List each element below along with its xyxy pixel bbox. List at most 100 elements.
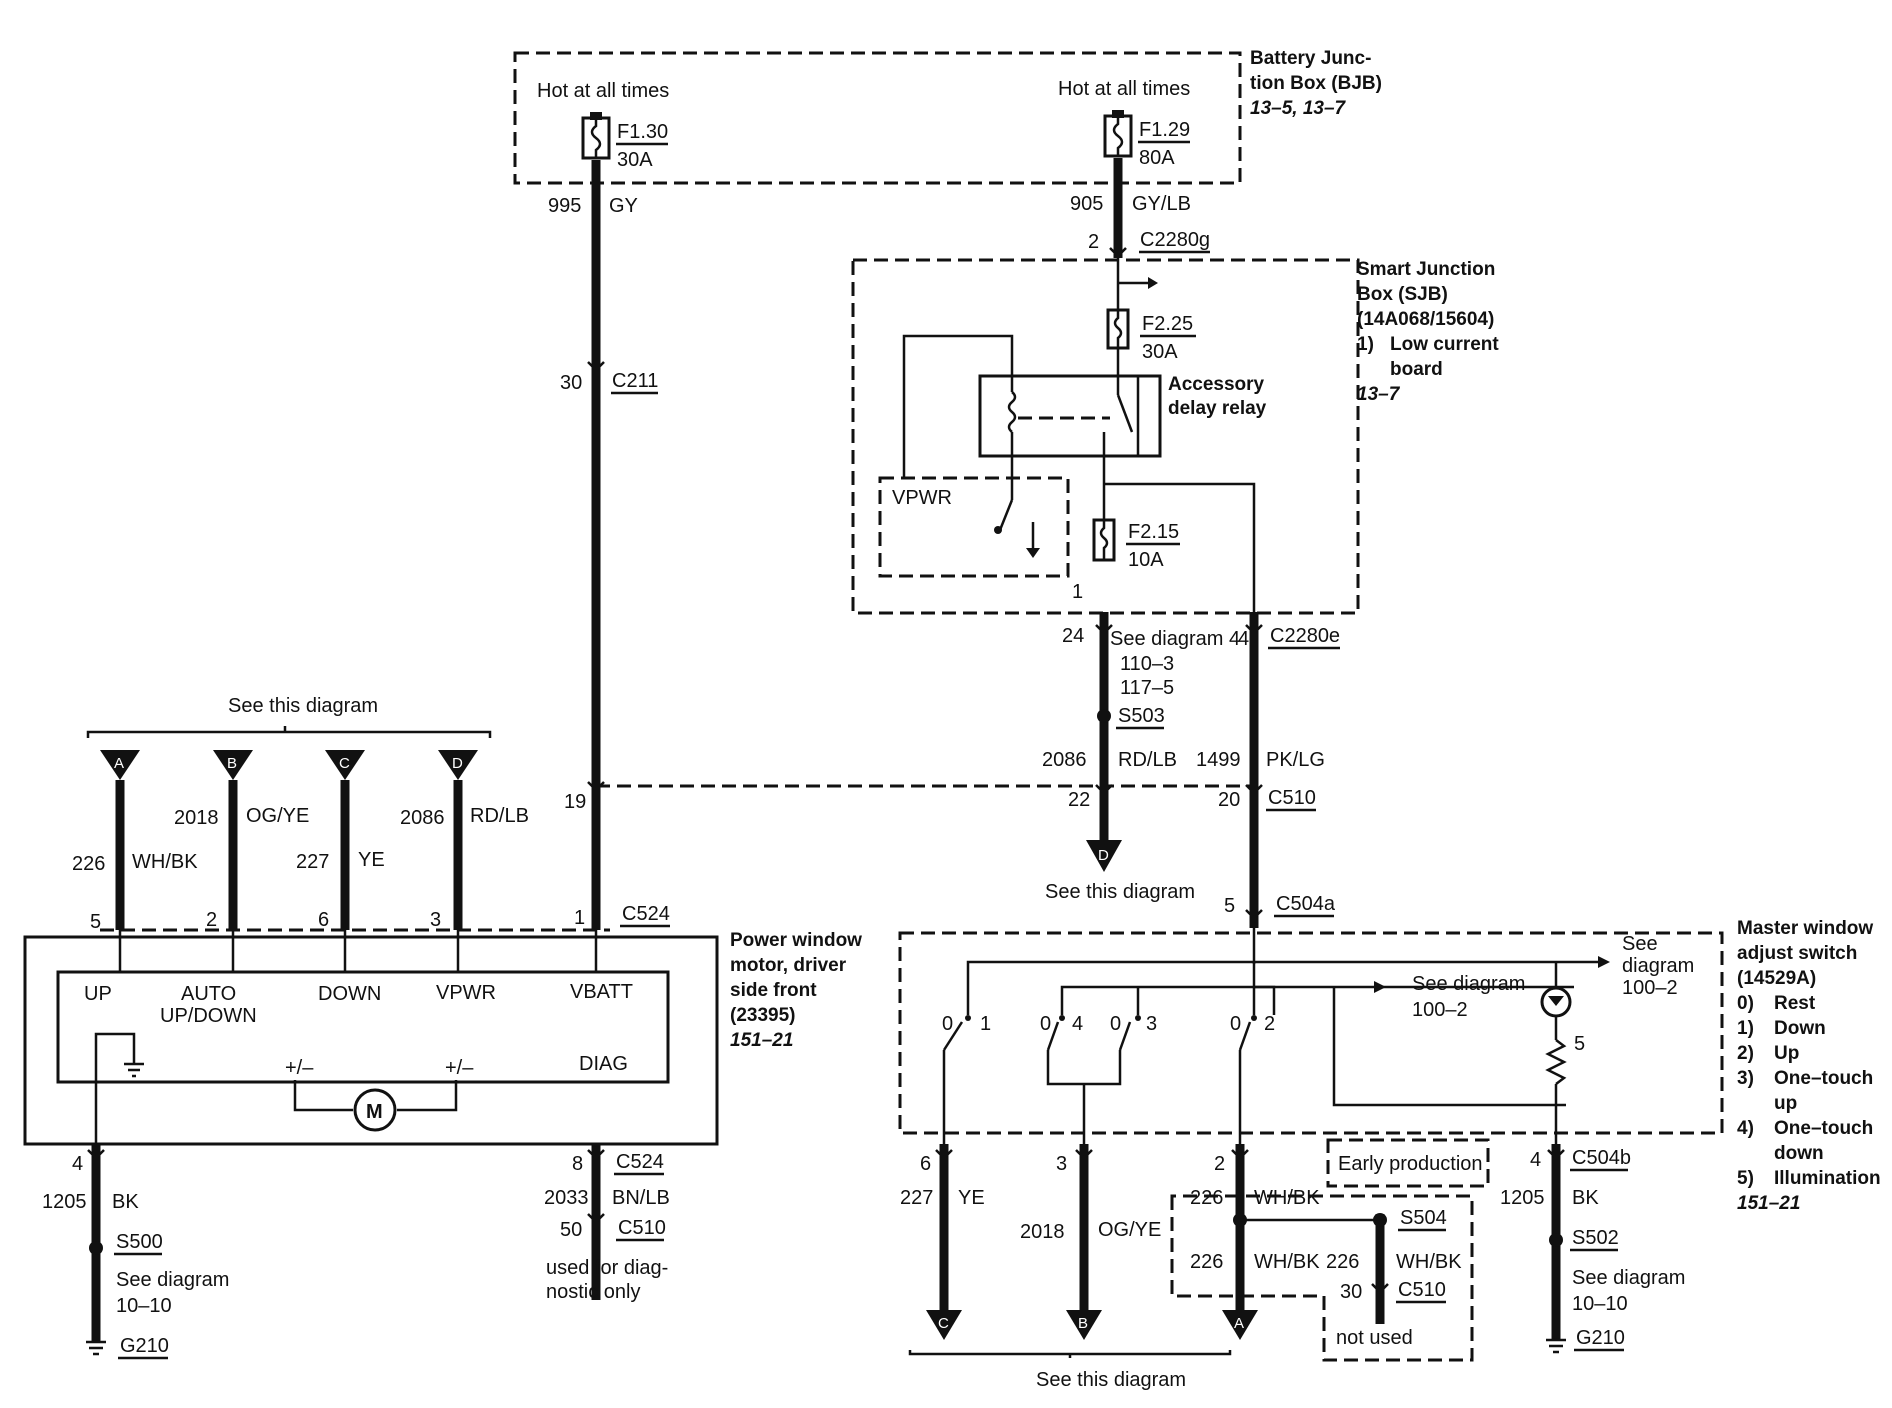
s502-see-10-10: 10–10 — [1572, 1293, 1628, 1315]
splice-s503: S503 — [1118, 705, 1165, 727]
see-top-1: See — [1622, 933, 1658, 955]
wire-227-num: 227 — [296, 851, 329, 873]
wire-227b-num: 227 — [900, 1187, 933, 1209]
switch-title-1: Master window — [1737, 918, 1873, 939]
splice-s502: S502 — [1572, 1227, 1619, 1249]
c510-bottom-label: C510 — [618, 1217, 666, 1239]
wire-2033-num: 2033 — [544, 1187, 589, 1209]
opt-0-num: 0) — [1737, 993, 1754, 1014]
fuse-f1-29-rating: 80A — [1139, 147, 1175, 169]
wire-226d-num: 226 — [1326, 1251, 1359, 1273]
ref-c-bottom: C — [938, 1315, 949, 1332]
ref-b-bottom: B — [1078, 1315, 1088, 1332]
pin-5-c524: 5 — [90, 911, 101, 933]
bjb-ref: 13–5, 13–7 — [1250, 98, 1347, 119]
see-diagram-4: See diagram 4 — [1110, 628, 1240, 650]
s500-see-10-10: 10–10 — [116, 1295, 172, 1317]
switch-title-2: adjust switch — [1737, 943, 1857, 964]
c2280e-pin-4: 4 — [1238, 628, 1249, 650]
wire-2033-color: BN/LB — [612, 1187, 670, 1209]
left-reference-group: See this diagram A B C D 226 WH/BK 2018 … — [72, 695, 670, 933]
bjb-title-2: tion Box (BJB) — [1250, 73, 1382, 94]
wire-1205b-num: 1205 — [1500, 1187, 1545, 1209]
motor-auto-label-1: AUTO — [181, 983, 236, 1005]
master-window-switch: See diagram 100–2 See diagram 100–2 0 1 … — [898, 918, 1881, 1214]
wire-1205b-color: BK — [1572, 1187, 1599, 1209]
ground-g210-right: G210 — [1576, 1327, 1625, 1349]
pin-3-switch: 3 — [1056, 1153, 1067, 1175]
motor-m-symbol: M — [366, 1101, 383, 1123]
pin-3-c524: 3 — [430, 909, 441, 931]
motor-bottom-wires: 4 1205 BK S500 See diagram 10–10 G210 8 … — [42, 1144, 670, 1360]
fuse-f2-15-name: F2.15 — [1128, 521, 1179, 543]
contact-0-b: 0 — [1040, 1013, 1051, 1035]
opt-3b: up — [1774, 1093, 1797, 1114]
wire-226b-num: 226 — [1190, 1187, 1223, 1209]
pin-4-motor: 4 — [72, 1153, 83, 1175]
wire-2018-color: OG/YE — [246, 805, 309, 827]
pin-30: 30 — [1340, 1281, 1362, 1303]
opt-5-num: 5) — [1737, 1168, 1754, 1189]
wire-905-num: 905 — [1070, 193, 1103, 215]
motor-pm-2: +/– — [445, 1057, 474, 1079]
sjb-output-wires: 24 See diagram 4 110–3 117–5 S503 2086 R… — [564, 612, 1340, 928]
relay-label-1: Accessory — [1168, 374, 1265, 395]
opt-1-num: 1) — [1737, 1018, 1754, 1039]
pin-8-motor: 8 — [572, 1153, 583, 1175]
see-this-diagram-mid: See this diagram — [1045, 881, 1195, 903]
c2280e-pin-24: 24 — [1062, 625, 1084, 647]
wire-995-num: 995 — [548, 195, 581, 217]
wire-1499-color: PK/LG — [1266, 749, 1325, 771]
opt-3a: One–touch — [1774, 1068, 1873, 1089]
fuse-f1-30-name: F1.30 — [617, 121, 668, 143]
contact-0-c: 0 — [1110, 1013, 1121, 1035]
c2280e-label: C2280e — [1270, 625, 1340, 647]
contact-0-d: 0 — [1230, 1013, 1241, 1035]
s502-see-diagram: See diagram — [1572, 1267, 1685, 1289]
opt-5: Illumination — [1774, 1168, 1881, 1189]
ref-d-left: D — [452, 755, 463, 772]
wire-226c-num: 226 — [1190, 1251, 1223, 1273]
motor-up-label: UP — [84, 983, 112, 1005]
see-mid-1: See diagram — [1412, 973, 1525, 995]
c524-bottom-label: C524 — [616, 1151, 664, 1173]
see-mid-2: 100–2 — [1412, 999, 1468, 1021]
hot-at-all-times-left: Hot at all times — [537, 80, 669, 102]
contact-3: 3 — [1146, 1013, 1157, 1035]
wire-2086b-color: RD/LB — [1118, 749, 1177, 771]
fuse-f2-25-rating: 30A — [1142, 341, 1178, 363]
motor-diag-label: DIAG — [579, 1053, 628, 1075]
switch-bottom-wires: 6 227 YE C 3 2018 OG/YE B 2 226 WH/BK A … — [900, 1138, 1685, 1391]
bjb-title-1: Battery Junc- — [1250, 48, 1371, 69]
relay-label-2: delay relay — [1168, 398, 1267, 419]
see-top-3: 100–2 — [1622, 977, 1678, 999]
c2280g-pin: 2 — [1088, 231, 1099, 253]
splice-s504: S504 — [1400, 1207, 1447, 1229]
ref-a-left: A — [114, 755, 124, 772]
motor-pm-1: +/– — [285, 1057, 314, 1079]
opt-2: Up — [1774, 1043, 1799, 1064]
wire-2086-color: RD/LB — [470, 805, 529, 827]
fuse-f1-29-name: F1.29 — [1139, 119, 1190, 141]
wire-2018-num: 2018 — [174, 807, 219, 829]
wire-2086-num: 2086 — [400, 807, 445, 829]
not-used: not used — [1336, 1327, 1413, 1349]
pin-2-switch: 2 — [1214, 1153, 1225, 1175]
c524-top-label: C524 — [622, 903, 670, 925]
wire-226c-color: WH/BK — [1254, 1251, 1320, 1273]
c504a-label: C504a — [1276, 893, 1336, 915]
pin-6-c524: 6 — [318, 909, 329, 931]
pin-50: 50 — [560, 1219, 582, 1241]
pin-19: 19 — [564, 791, 586, 813]
see-this-diagram-bottom: See this diagram — [1036, 1369, 1186, 1391]
wire-1205-color: BK — [112, 1191, 139, 1213]
see-110-3: 110–3 — [1120, 653, 1174, 675]
c504b-label: C504b — [1572, 1147, 1631, 1169]
switch-title-3: (14529A) — [1737, 968, 1816, 989]
motor-vbatt-label: VBATT — [570, 981, 633, 1003]
fuse-f2-15-rating: 10A — [1128, 549, 1164, 571]
motor-vpwr-label: VPWR — [436, 982, 496, 1004]
fuse-f1-30-rating: 30A — [617, 149, 653, 171]
sjb-title-1: Smart Junction — [1357, 259, 1495, 280]
power-window-motor: UP AUTO UP/DOWN DOWN VPWR VBATT +/– +/– … — [23, 930, 862, 1146]
